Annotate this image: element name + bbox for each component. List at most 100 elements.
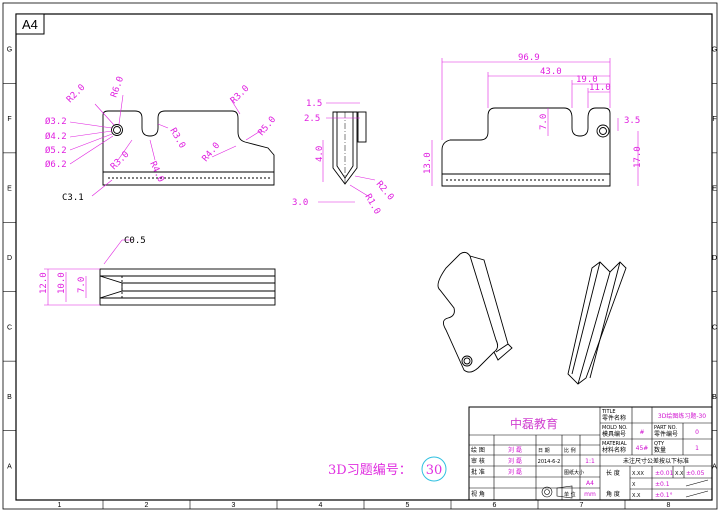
dim-dia-4-2: Ø4.2 xyxy=(45,131,67,142)
approved-label: 批 准 xyxy=(471,468,485,476)
iso-left-hole xyxy=(461,355,473,367)
qty-value: 1 xyxy=(695,445,699,452)
iso-left-outline xyxy=(437,251,499,373)
projection-label: 视 角 xyxy=(471,490,485,498)
dim-r3-corner: R3.0 xyxy=(109,150,131,172)
dim-r2: R2.0 xyxy=(65,83,87,105)
tol-fmt-1b: X.X xyxy=(675,471,684,477)
title-tag: TITLE xyxy=(601,409,616,415)
unit-label: 单 位 xyxy=(564,491,576,498)
iso-left-hole-inner xyxy=(463,357,471,365)
part-tag: PART NO. xyxy=(654,425,677,431)
checked-label: 审 核 xyxy=(471,457,485,465)
zone-row-label: E xyxy=(7,186,12,193)
dim-1-5: 1.5 xyxy=(306,99,322,109)
title-label: 零件名称 xyxy=(602,414,626,422)
dim-r5: R5.0 xyxy=(257,115,279,138)
length-label: 长 度 xyxy=(606,469,620,477)
zone-col-label: 2 xyxy=(145,502,149,509)
zone-row-label: E xyxy=(712,186,717,193)
zone-row-label: B xyxy=(7,394,12,401)
company-name: 中磊教育 xyxy=(510,416,558,431)
dim-dia-6-2: Ø6.2 xyxy=(45,159,67,170)
projection-symbol xyxy=(541,479,709,499)
zone-row-label: C xyxy=(712,324,717,331)
sheet-value: A4 xyxy=(586,480,594,487)
tol-fmt-2: X xyxy=(632,482,636,488)
title-value: 3D绘图练习题-30 xyxy=(658,412,706,420)
size-label: A4 xyxy=(22,17,38,32)
zone-col-label: 6 xyxy=(493,502,497,509)
isometric-view-right xyxy=(567,261,627,385)
exercise-number: 30 xyxy=(426,463,443,478)
unit-value: mm xyxy=(584,491,596,498)
title-block-text: 中磊教育 TITLE 零件名称 3D绘图练习题-30 MOLD NO. 模具编号… xyxy=(471,409,706,499)
exercise-number-ring xyxy=(421,456,447,482)
dim-3-5: 3.5 xyxy=(624,116,640,126)
zone-row-label: F xyxy=(7,116,11,123)
tol-fmt-3: X.X xyxy=(632,493,641,499)
title-block xyxy=(468,406,713,501)
front-view-leaders xyxy=(69,94,263,197)
qty-tag: QTY xyxy=(654,441,665,447)
dim-r1-side: R1.0 xyxy=(362,193,382,217)
dim-r6: R6.0 xyxy=(109,75,126,99)
mold-value: # xyxy=(639,429,644,436)
dim-12-0: 12.0 xyxy=(39,272,49,294)
date-label: 日 期 xyxy=(538,448,550,454)
exercise-label: 3D习题编号： xyxy=(328,463,412,478)
front-view-outline xyxy=(102,110,275,186)
dim-17-0: 17.0 xyxy=(633,146,643,168)
sheet-label: 图纸大小 xyxy=(564,469,584,476)
mold-tag: MOLD NO. xyxy=(602,425,628,431)
dim-7-0: 7.0 xyxy=(539,114,549,130)
zone-row-label: G xyxy=(7,47,12,54)
material-label: 材料名称 xyxy=(602,446,626,454)
dim-r3-top: R3.0 xyxy=(229,84,251,106)
right-view-outline xyxy=(441,107,611,187)
qty-label: 数量 xyxy=(654,446,666,454)
drawn-name: 刘 磊 xyxy=(508,446,522,454)
dim-19-0: 19.0 xyxy=(576,75,598,85)
front-view xyxy=(102,110,275,186)
right-view-hole-inner xyxy=(599,127,607,135)
dim-r3-slot: R3.0 xyxy=(167,127,187,151)
dim-r4-right: R4.0 xyxy=(201,141,223,164)
tol-fmt-1: X.XX xyxy=(632,471,644,477)
size-label-box xyxy=(15,13,45,35)
dim-96-9: 96.9 xyxy=(518,53,540,63)
zone-col-label: 1 xyxy=(58,502,62,509)
isometric-view-left xyxy=(437,251,513,373)
zone-row-label: A xyxy=(7,463,12,470)
top-view-outline xyxy=(99,268,276,306)
mold-label: 模具编号 xyxy=(602,430,626,438)
zone-row-label: D xyxy=(712,255,717,262)
iso-right-outline xyxy=(567,261,627,385)
right-view xyxy=(441,107,611,187)
right-view-dim-lines xyxy=(431,58,639,186)
dim-r2-side: R2.0 xyxy=(374,180,396,203)
iso-left-side xyxy=(469,255,509,353)
side-view-dim-labels: 1.5 2.5 4.0 3.0 R2.0 R1.0 xyxy=(292,99,395,216)
side-view xyxy=(332,111,367,185)
zone-row-label: C xyxy=(7,324,12,331)
tol-val-1b: ±0.05 xyxy=(686,470,705,477)
top-view-dim-lines xyxy=(44,239,132,306)
zone-row-label: G xyxy=(712,47,717,54)
tol-val-3: ±0.1° xyxy=(655,492,673,499)
tol-val-2: ±0.1 xyxy=(655,481,670,488)
dim-10-0: 10.0 xyxy=(57,272,67,294)
right-view-hole-outer xyxy=(596,124,610,138)
zone-col-label: 8 xyxy=(667,502,671,509)
zone-col-label: 5 xyxy=(406,502,410,509)
zone-col-label: 3 xyxy=(232,502,236,509)
dim-dia-5-2: Ø5.2 xyxy=(45,145,67,156)
dim-13-0: 13.0 xyxy=(423,152,433,174)
dim-dia-3-2: Ø3.2 xyxy=(45,116,67,127)
tolerance-note: 未注尺寸公差按以下标准 xyxy=(623,457,689,465)
